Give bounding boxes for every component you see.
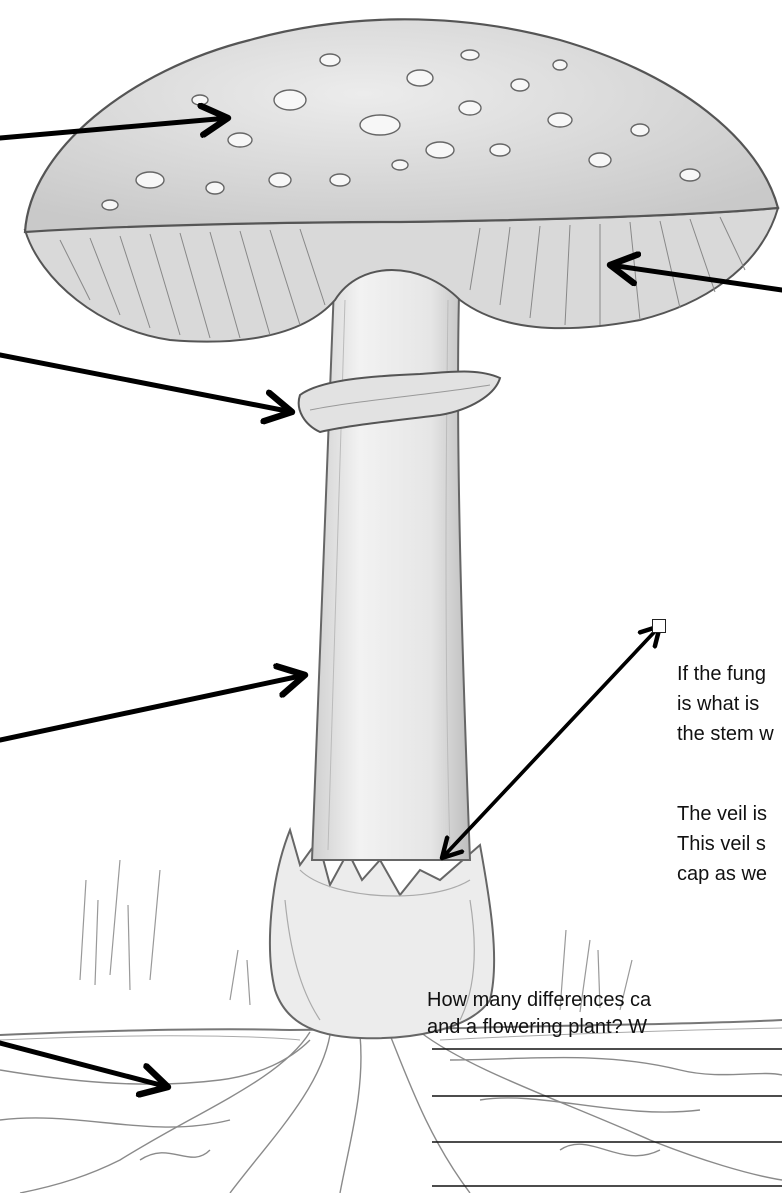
veil-text-line-1: If the fung	[677, 660, 766, 689]
roots	[0, 1032, 782, 1193]
checkbox-square	[652, 619, 666, 633]
veil-text-line-5: This veil s	[677, 830, 766, 859]
veil-text-line-6: cap as we	[677, 860, 767, 889]
question-line-2: and a flowering plant? W	[427, 1013, 647, 1042]
veil-text-line-2: is what is	[677, 690, 759, 719]
veil-text-line-3: the stem w	[677, 720, 774, 749]
volva-arrow	[442, 626, 660, 858]
stem-arrow	[0, 675, 305, 740]
veil-text-line-4: The veil is	[677, 800, 767, 829]
question-line-1: How many differences ca	[427, 986, 651, 1015]
ring-arrow	[0, 355, 292, 412]
